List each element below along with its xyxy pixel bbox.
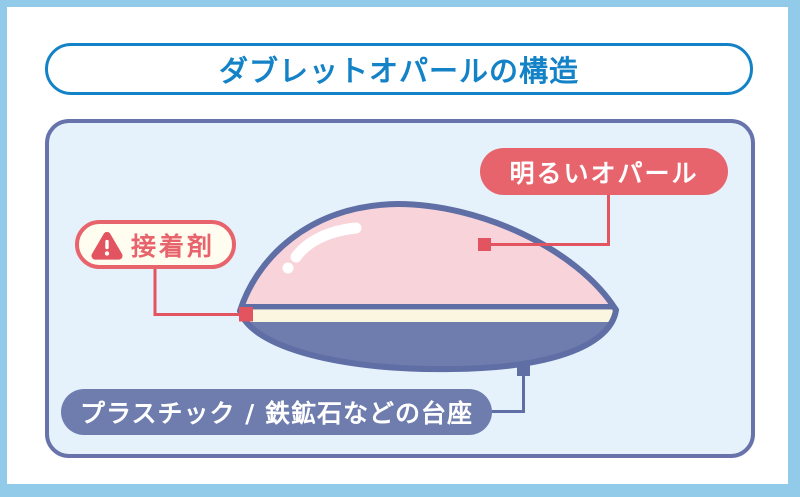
bright-opal-leader-line [486,195,610,246]
bright-opal-marker [478,238,491,251]
gem-outline [236,200,620,373]
label-base: プラスチック / 鉄鉱石などの台座 [61,389,492,435]
label-adhesive: 接着剤 [75,220,236,269]
title-banner: ダブレットオパールの構造 [45,43,753,95]
adhesive-layer-shape [240,309,616,322]
warning-triangle-icon [91,231,123,260]
label-adhesive-text: 接着剤 [131,231,216,261]
dome-highlight-swoosh [290,222,362,263]
base-marker [517,363,530,376]
base-leader-line [490,372,525,413]
label-bright-opal-text: 明るいオパール [509,158,699,188]
label-bright-opal: 明るいオパール [480,148,728,195]
adhesive-leader-line [153,267,243,316]
page-title: ダブレットオパールの構造 [218,54,579,88]
label-base-text: プラスチック / 鉄鉱石などの台座 [79,399,474,428]
dome-highlight-dot [282,262,294,274]
adhesive-marker [239,307,253,322]
